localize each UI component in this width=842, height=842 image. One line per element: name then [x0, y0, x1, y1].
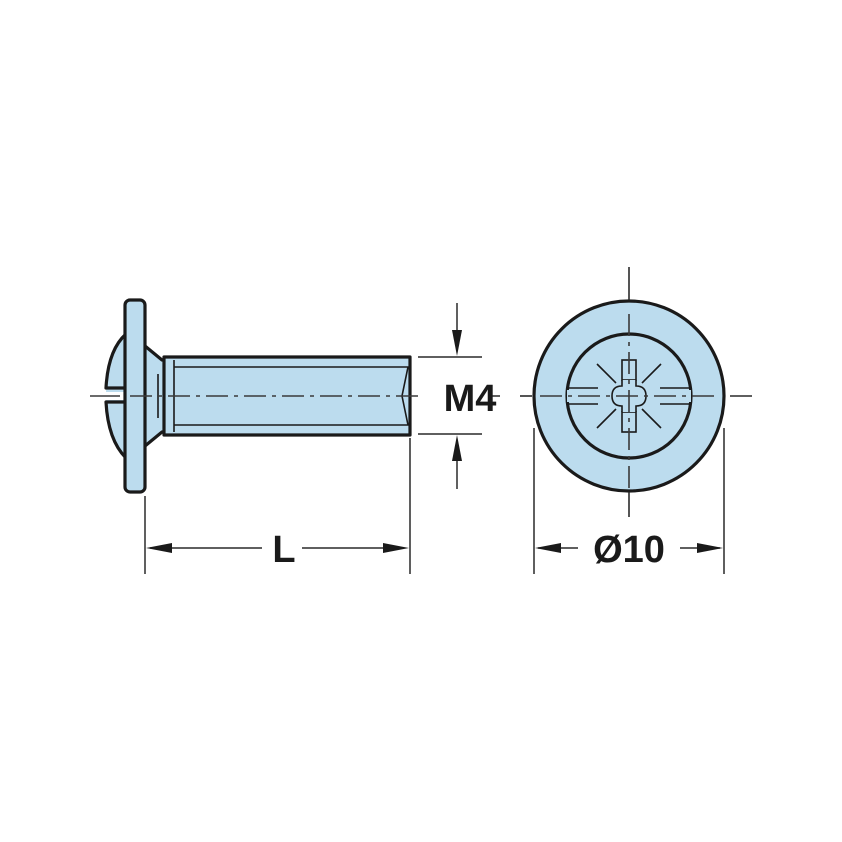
diameter-dimension: Ø10 — [533, 428, 725, 574]
diameter-label: Ø10 — [593, 529, 665, 571]
screw-end-view — [520, 267, 752, 517]
thread-label: M4 — [444, 378, 497, 420]
length-label: L — [272, 529, 295, 571]
screw-side-view — [90, 298, 420, 494]
thread-dimension: M4 — [418, 303, 500, 489]
length-dimension: L — [144, 438, 411, 574]
